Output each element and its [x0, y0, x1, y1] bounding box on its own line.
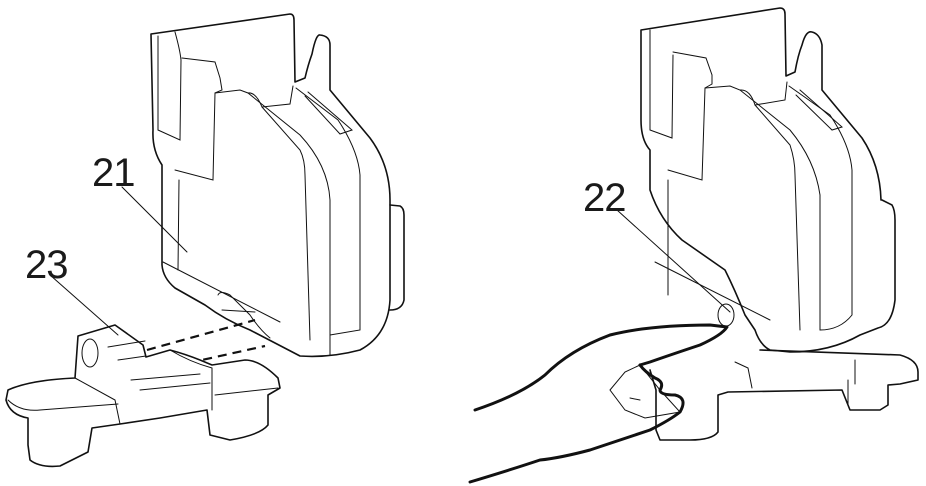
holder-body-mounted — [640, 7, 896, 353]
label-22: 22 — [583, 176, 626, 220]
alignment-guide-upper — [146, 318, 256, 352]
leader-22 — [616, 209, 731, 313]
leader-21 — [121, 186, 188, 253]
base-mount-23 — [5, 324, 281, 468]
label-21: 21 — [92, 151, 135, 195]
release-button-22 — [717, 303, 735, 327]
holder-body-21 — [150, 13, 405, 358]
right-figure — [468, 7, 919, 484]
left-figure — [5, 13, 405, 468]
base-mounted — [649, 349, 919, 441]
label-23: 23 — [25, 243, 68, 287]
hand — [468, 323, 729, 484]
base-pin-hole — [81, 338, 99, 368]
leader-23 — [49, 274, 119, 336]
